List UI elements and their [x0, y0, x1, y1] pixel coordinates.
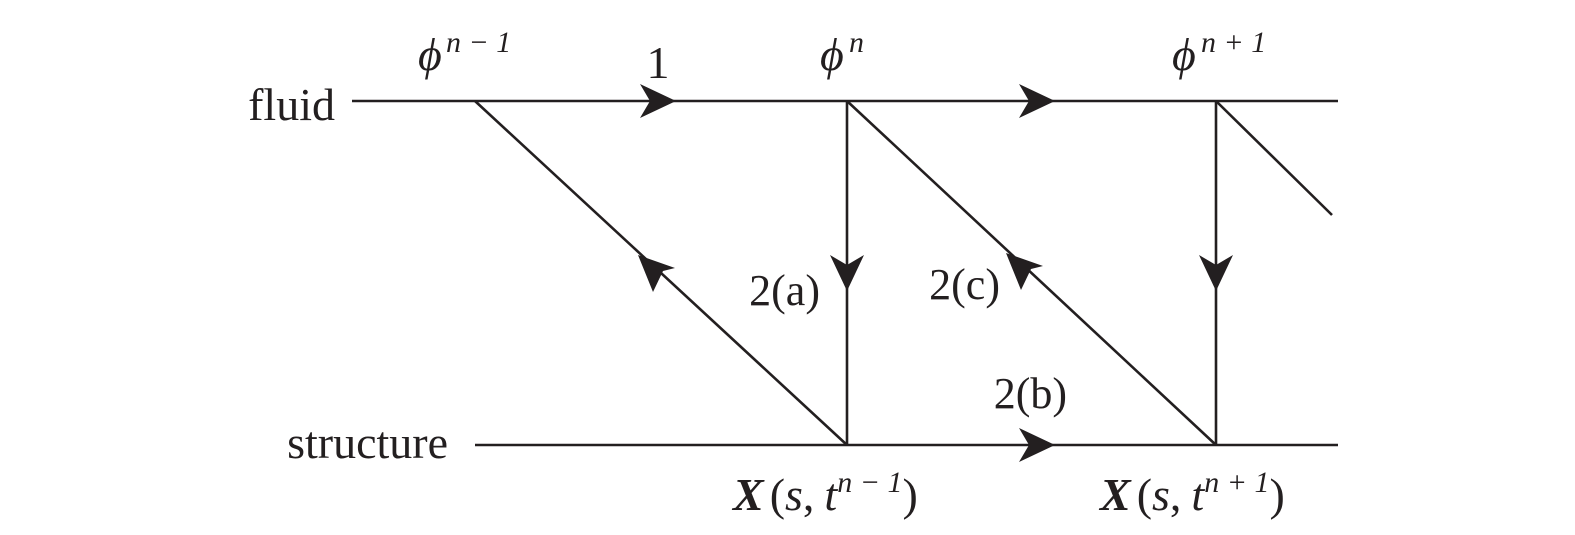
- arrow-right-icon: [1019, 428, 1055, 462]
- position-symbol: X: [731, 469, 765, 520]
- position-next-label: X(s,tn + 1): [1098, 466, 1285, 520]
- arrow-right-icon: [640, 84, 676, 118]
- time-symbol: t: [1191, 469, 1205, 520]
- phi-next-label: ϕ n + 1: [1172, 26, 1266, 80]
- phi-symbol: ϕ: [418, 29, 442, 80]
- arrow-up-left-icon: [638, 255, 675, 292]
- open-paren: (: [1137, 469, 1152, 520]
- arrow-right-icon: [1019, 84, 1055, 118]
- time-superscript: n + 1: [1204, 466, 1269, 499]
- close-paren: ): [902, 469, 917, 520]
- step-2b-label: 2(b): [994, 369, 1067, 418]
- step-1-label: 1: [647, 37, 670, 88]
- fluid-label: fluid: [248, 79, 335, 130]
- open-paren: (: [770, 469, 785, 520]
- time-symbol: t: [824, 469, 838, 520]
- position-prev-label: X(s,tn − 1): [731, 466, 918, 520]
- phi-prev-label: ϕ n − 1: [418, 26, 511, 80]
- phi-superscript: n − 1: [446, 26, 511, 59]
- comma: ,: [1170, 469, 1182, 520]
- phi-symbol: ϕ: [1172, 29, 1196, 80]
- comma: ,: [803, 469, 815, 520]
- phi-curr-label: ϕ n: [820, 26, 864, 80]
- diagonal-link-2: [846, 100, 1217, 446]
- position-symbol: X: [1098, 469, 1132, 520]
- diagonal-link-3: [1215, 100, 1333, 216]
- step-2a-label: 2(a): [749, 266, 820, 315]
- arrow-down-icon: [1199, 255, 1233, 291]
- phi-superscript: n: [849, 26, 864, 59]
- arc-length-symbol: s: [1152, 469, 1170, 520]
- phi-superscript: n + 1: [1201, 26, 1266, 59]
- phi-symbol: ϕ: [820, 29, 844, 80]
- arrow-up-left-icon: [1006, 253, 1043, 290]
- close-paren: ): [1269, 469, 1284, 520]
- arrow-down-icon: [830, 255, 864, 291]
- time-superscript: n − 1: [837, 466, 902, 499]
- structure-label: structure: [287, 417, 448, 468]
- arc-length-symbol: s: [785, 469, 803, 520]
- step-2c-label: 2(c): [929, 260, 1000, 309]
